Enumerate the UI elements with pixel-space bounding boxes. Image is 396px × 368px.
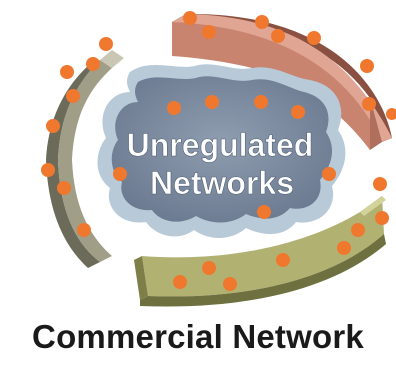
node-dot: [276, 253, 290, 267]
node-dot: [46, 119, 60, 133]
node-dot: [257, 205, 271, 219]
node-dot: [202, 25, 216, 39]
node-dot: [60, 65, 74, 79]
diagram-caption: Commercial Network: [32, 318, 364, 355]
nodes: [41, 11, 396, 291]
node-dot: [86, 57, 100, 71]
node-dot: [386, 108, 396, 120]
arc-segment-bottom: [134, 196, 386, 307]
node-dot: [254, 95, 268, 109]
node-dot: [99, 37, 113, 51]
node-dot: [360, 59, 374, 73]
arc-segment-left: [46, 50, 124, 268]
node-dot: [57, 181, 71, 195]
cloud-label-line1: Unregulated: [127, 127, 314, 163]
cloud-shape: [97, 64, 346, 238]
node-dot: [183, 11, 197, 25]
cloud-label-line2: Networks: [150, 165, 294, 201]
node-dot: [202, 261, 216, 275]
node-dot: [205, 95, 219, 109]
node-dot: [113, 167, 127, 181]
node-dot: [337, 241, 351, 255]
node-dot: [322, 167, 336, 181]
node-dot: [66, 89, 80, 103]
node-dot: [351, 223, 365, 237]
node-dot: [375, 211, 389, 225]
node-dot: [373, 177, 387, 191]
node-dot: [223, 277, 237, 291]
node-dot: [362, 97, 376, 111]
node-dot: [41, 163, 55, 177]
node-dot: [291, 105, 305, 119]
node-dot: [173, 275, 187, 289]
node-dot: [271, 29, 285, 43]
node-dot: [255, 15, 269, 29]
node-dot: [77, 223, 91, 237]
node-dot: [167, 101, 181, 115]
node-dot: [307, 31, 321, 45]
